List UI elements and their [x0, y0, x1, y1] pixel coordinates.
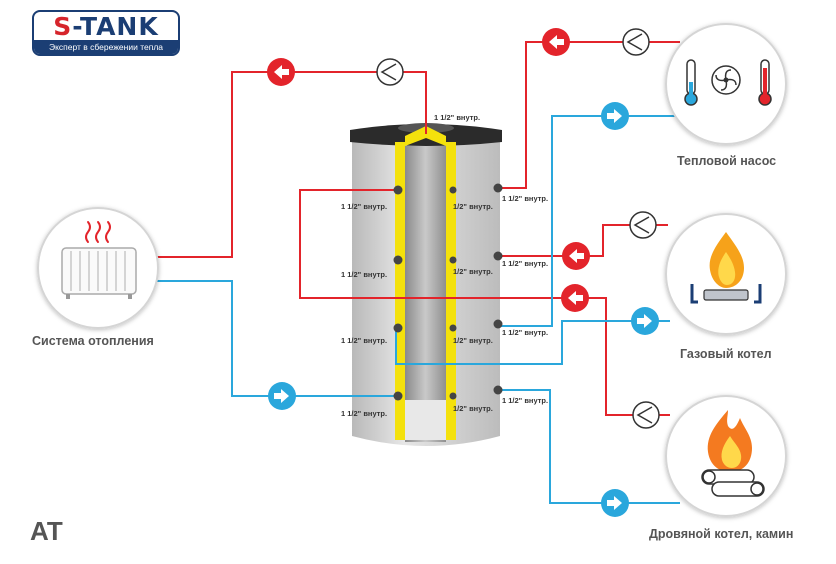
gas-boiler-label: Газовый котел [680, 347, 772, 361]
heating-system-label: Система отопления [32, 334, 154, 348]
port [449, 186, 457, 194]
brand-slogan: Эксперт в сбережении тепла [34, 40, 178, 54]
arrow-left-icon [561, 284, 589, 312]
port-label-right-4: 1 1/2" внутр. [502, 396, 549, 405]
brand-logo: S-TANK Эксперт в сбережении тепла [32, 10, 180, 56]
wood-boiler-device [665, 395, 787, 517]
pump-icon [632, 401, 660, 429]
heat-pump-device [665, 23, 787, 145]
wood-fire-icon [701, 410, 765, 497]
arrow-right-icon [631, 307, 659, 335]
arrow-right-icon [268, 382, 296, 410]
port-label-inner-right-1: 1/2" внутр. [453, 202, 493, 211]
heating-return-pipe [140, 280, 400, 397]
port [493, 319, 503, 329]
fan-icon [711, 65, 741, 95]
port-label-left-2: 1 1/2" внутр. [341, 270, 388, 279]
arrow-right-icon [601, 102, 629, 130]
port-label-right-2: 1 1/2" внутр. [502, 259, 549, 268]
arrow-left-icon [562, 242, 590, 270]
thermometer-cold-icon [684, 59, 698, 106]
heating-supply-pipe [140, 71, 427, 258]
inner-tank [405, 146, 446, 442]
port [449, 256, 457, 264]
tank-ports [393, 183, 503, 401]
port [493, 183, 503, 193]
port [393, 255, 403, 265]
model-label: AT [30, 516, 63, 546]
storage-tank [350, 110, 502, 446]
pump-icon [622, 28, 650, 56]
port [449, 324, 457, 332]
brand-name: S-TANK [53, 12, 159, 41]
heating-system-device [37, 207, 159, 329]
gas-boiler-device [665, 213, 787, 335]
thermometer-hot-icon [758, 59, 772, 106]
port-label-right-3: 1 1/2" внутр. [502, 328, 549, 337]
arrow-left-icon [267, 58, 295, 86]
gas-flame-icon [690, 232, 762, 304]
insulation-layer [395, 126, 456, 440]
port [449, 392, 457, 400]
port [493, 385, 503, 395]
port [393, 185, 403, 195]
port-label-left-4: 1 1/2" внутр. [341, 409, 388, 418]
port-label-inner-right-3: 1/2" внутр. [453, 336, 493, 345]
heat-pump-supply-pipe [500, 41, 680, 189]
tank-bottom-chamber [405, 400, 446, 440]
wood-boiler-label: Дровяной котел, камин [649, 527, 794, 541]
port [393, 391, 403, 401]
port [493, 251, 503, 261]
port-label-inner-right-2: 1/2" внутр. [453, 267, 493, 276]
port-label-inner-right-4: 1/2" внутр. [453, 404, 493, 413]
heat-pump-label: Тепловой насос [677, 154, 777, 168]
radiator-icon [61, 221, 137, 299]
pump-icon [629, 211, 657, 239]
port-label-left-3: 1 1/2" внутр. [341, 336, 388, 345]
port [393, 323, 403, 333]
arrow-right-icon [601, 489, 629, 517]
wood-boiler-supply-pipe [299, 189, 670, 416]
heat-pump-icon [684, 59, 772, 106]
port-label-left-1: 1 1/2" внутр. [341, 202, 388, 211]
port-label-top: 1 1/2" внутр. [434, 113, 481, 122]
pump-icon [376, 58, 404, 86]
arrow-left-icon [542, 28, 570, 56]
port-label-right-1: 1 1/2" внутр. [502, 194, 549, 203]
